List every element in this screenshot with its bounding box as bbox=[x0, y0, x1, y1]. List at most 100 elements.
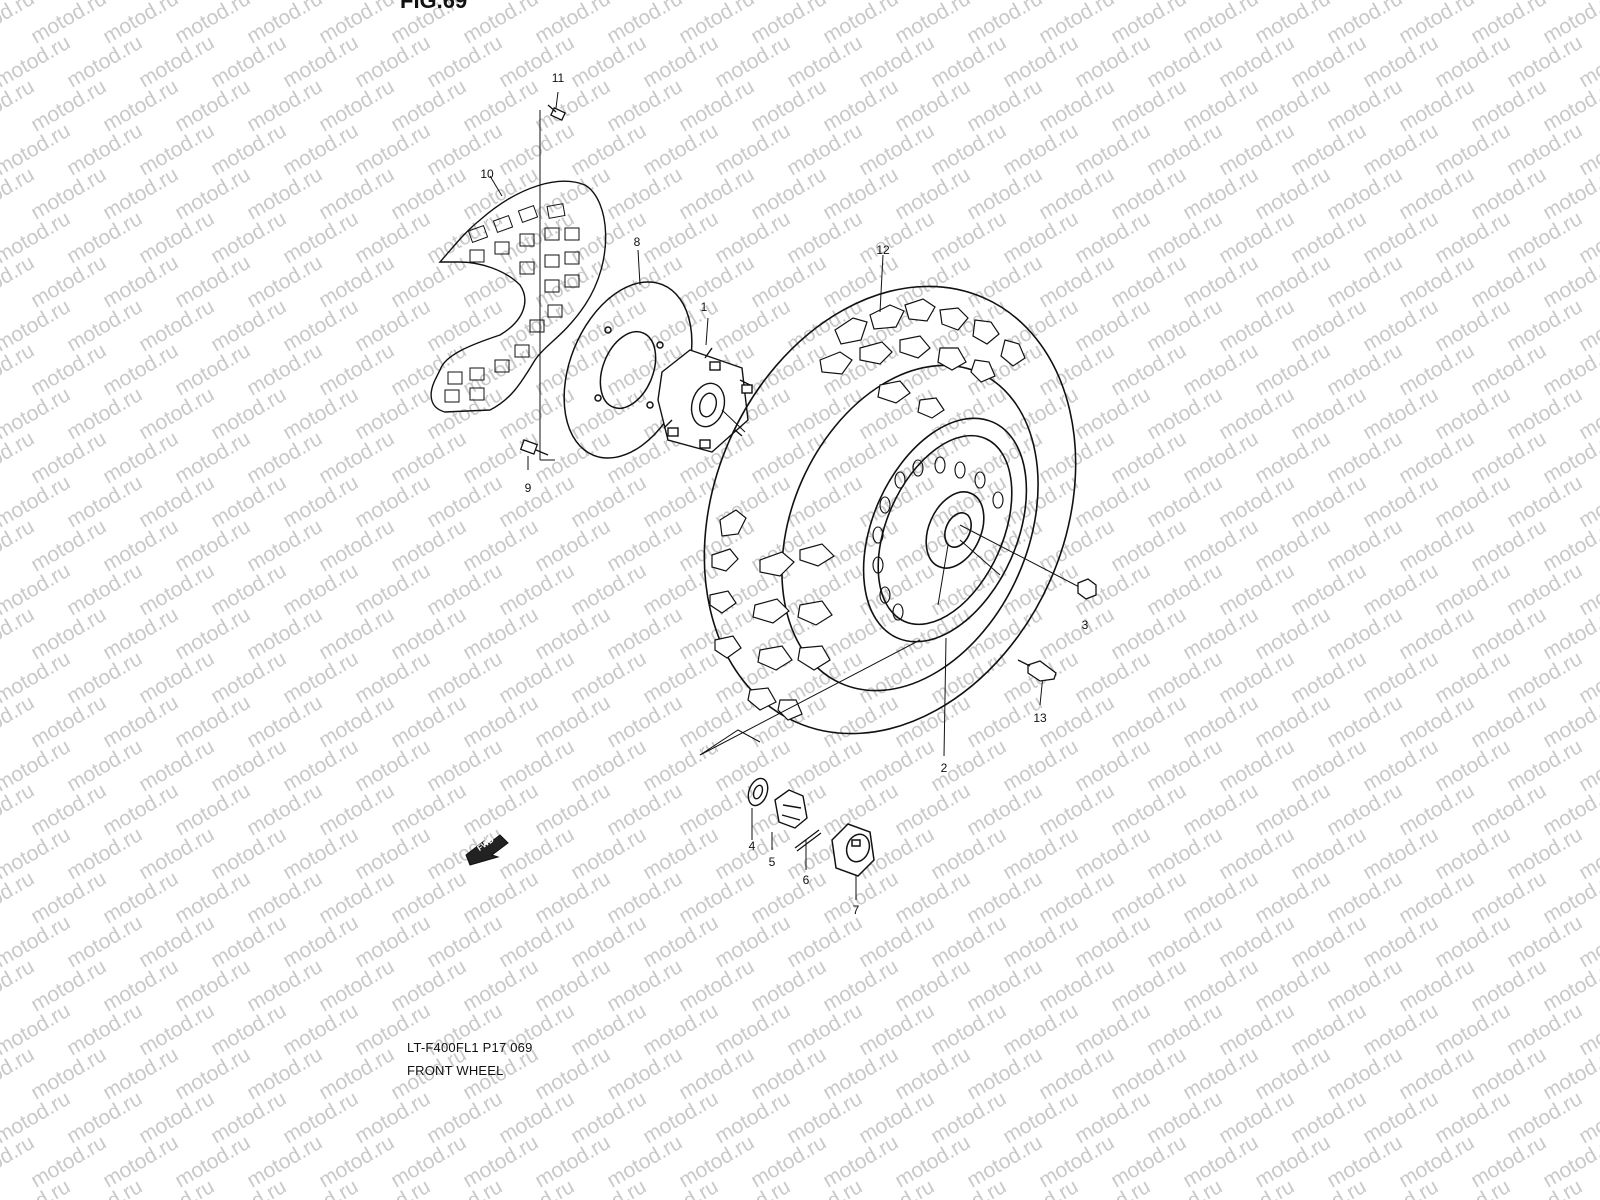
watermark-text: motod.ru bbox=[567, 735, 650, 796]
watermark-text: motod.ru bbox=[351, 735, 434, 796]
watermark-text: motod.ru bbox=[1467, 163, 1550, 224]
watermark-text: motod.ru bbox=[1431, 471, 1514, 532]
watermark-text: motod.ru bbox=[1215, 383, 1298, 444]
watermark-text: motod.ru bbox=[495, 647, 578, 708]
watermark-text: motod.ru bbox=[459, 251, 542, 312]
watermark-text: motod.ru bbox=[1287, 559, 1370, 620]
watermark-text: motod.ru bbox=[1467, 515, 1550, 576]
nut-3-drawing bbox=[1077, 578, 1097, 600]
callout-7: 7 bbox=[853, 903, 860, 917]
valve-13-drawing bbox=[1017, 659, 1057, 682]
watermark-text: motod.ru bbox=[1467, 75, 1550, 136]
watermark-text: motod.ru bbox=[1431, 559, 1514, 620]
watermark-text: motod.ru bbox=[531, 691, 614, 752]
watermark-text: motod.ru bbox=[927, 207, 1010, 268]
watermark-text: motod.ru bbox=[27, 955, 110, 1016]
watermark-text: motod.ru bbox=[603, 691, 686, 752]
watermark-text: motod.ru bbox=[279, 999, 362, 1060]
watermark-text: motod.ru bbox=[171, 1043, 254, 1104]
watermark-text: motod.ru bbox=[1503, 31, 1586, 92]
watermark-text: motod.ru bbox=[855, 999, 938, 1060]
callout-6: 6 bbox=[803, 873, 810, 887]
watermark-text: motod.ru bbox=[315, 427, 398, 488]
watermark-text: motod.ru bbox=[1143, 1087, 1226, 1148]
watermark-text: motod.ru bbox=[711, 1087, 794, 1148]
watermark-text: motod.ru bbox=[135, 31, 218, 92]
watermark-text: motod.ru bbox=[675, 779, 758, 840]
watermark-text: motod.ru bbox=[207, 735, 290, 796]
watermark-text: motod.ru bbox=[1467, 251, 1550, 312]
figure-title: FIG.69 bbox=[400, 0, 468, 13]
watermark-text: motod.ru bbox=[1395, 515, 1478, 576]
watermark-text: motod.ru bbox=[351, 647, 434, 708]
watermark-text: motod.ru bbox=[459, 691, 542, 752]
watermark-text: motod.ru bbox=[171, 603, 254, 664]
watermark-text: motod.ru bbox=[603, 0, 686, 48]
watermark-text: motod.ru bbox=[315, 1043, 398, 1104]
watermark-text: motod.ru bbox=[387, 75, 470, 136]
watermark-text: motod.ru bbox=[171, 515, 254, 576]
watermark-text: motod.ru bbox=[1503, 1087, 1586, 1148]
watermark-text: motod.ru bbox=[1287, 295, 1370, 356]
watermark-text: motod.ru bbox=[1143, 647, 1226, 708]
watermark-text: motod.ru bbox=[207, 1087, 290, 1148]
watermark-text: motod.ru bbox=[207, 207, 290, 268]
watermark-text: motod.ru bbox=[999, 911, 1082, 972]
watermark-text: motod.ru bbox=[1179, 339, 1262, 400]
watermark-text: motod.ru bbox=[891, 955, 974, 1016]
watermark-text: motod.ru bbox=[279, 471, 362, 532]
watermark-text: motod.ru bbox=[927, 735, 1010, 796]
watermark-text: motod.ru bbox=[351, 207, 434, 268]
watermark-text: motod.ru bbox=[1359, 647, 1442, 708]
watermark-text: motod.ru bbox=[639, 647, 722, 708]
watermark-text: motod.ru bbox=[1395, 603, 1478, 664]
watermark-text: motod.ru bbox=[855, 735, 938, 796]
watermark-text: motod.ru bbox=[243, 163, 326, 224]
watermark-text: motod.ru bbox=[243, 339, 326, 400]
watermark-text: motod.ru bbox=[855, 1087, 938, 1148]
watermark-text: motod.ru bbox=[279, 911, 362, 972]
watermark-text: motod.ru bbox=[1287, 911, 1370, 972]
watermark-text: motod.ru bbox=[675, 1131, 758, 1192]
watermark-text: motod.ru bbox=[1467, 339, 1550, 400]
watermark-text: motod.ru bbox=[387, 867, 470, 928]
watermark-text: motod.ru bbox=[351, 911, 434, 972]
watermark-text: motod.ru bbox=[567, 383, 650, 444]
watermark-text: motod.ru bbox=[459, 515, 542, 576]
watermark-text: motod.ru bbox=[315, 779, 398, 840]
watermark-text: motod.ru bbox=[27, 603, 110, 664]
watermark-text: motod.ru bbox=[27, 427, 110, 488]
watermark-text: motod.ru bbox=[423, 735, 506, 796]
watermark-text: motod.ru bbox=[171, 427, 254, 488]
watermark-text: motod.ru bbox=[891, 515, 974, 576]
model-code-caption: LT-F400FL1 P17 069 bbox=[407, 1040, 533, 1055]
callout-9: 9 bbox=[525, 481, 532, 495]
watermark-text: motod.ru bbox=[891, 1043, 974, 1104]
watermark-text: motod.ru bbox=[459, 867, 542, 928]
watermark-text: motod.ru bbox=[1107, 163, 1190, 224]
watermark-text: motod.ru bbox=[315, 75, 398, 136]
watermark-text: motod.ru bbox=[783, 1087, 866, 1148]
watermark-text: motod.ru bbox=[1467, 1043, 1550, 1104]
watermark-text: motod.ru bbox=[1323, 0, 1406, 48]
watermark-text: motod.ru bbox=[279, 383, 362, 444]
watermark-text: motod.ru bbox=[603, 779, 686, 840]
watermark-text: motod.ru bbox=[1467, 867, 1550, 928]
watermark-text: motod.ru bbox=[639, 823, 722, 884]
watermark-text: motod.ru bbox=[1359, 383, 1442, 444]
watermark-text: motod.ru bbox=[1179, 163, 1262, 224]
watermark-text: motod.ru bbox=[99, 75, 182, 136]
watermark-text: motod.ru bbox=[1143, 119, 1226, 180]
watermark-text: motod.ru bbox=[171, 955, 254, 1016]
watermark-text: motod.ru bbox=[819, 0, 902, 48]
watermark-text: motod.ru bbox=[243, 515, 326, 576]
watermark-text: motod.ru bbox=[1251, 251, 1334, 312]
watermark-text: motod.ru bbox=[423, 207, 506, 268]
watermark-text: motod.ru bbox=[207, 31, 290, 92]
watermark-text: motod.ru bbox=[1107, 427, 1190, 488]
watermark-text: motod.ru bbox=[1071, 295, 1154, 356]
watermark-text: motod.ru bbox=[963, 0, 1046, 48]
watermark-text: motod.ru bbox=[459, 75, 542, 136]
watermark-text: motod.ru bbox=[1251, 779, 1334, 840]
